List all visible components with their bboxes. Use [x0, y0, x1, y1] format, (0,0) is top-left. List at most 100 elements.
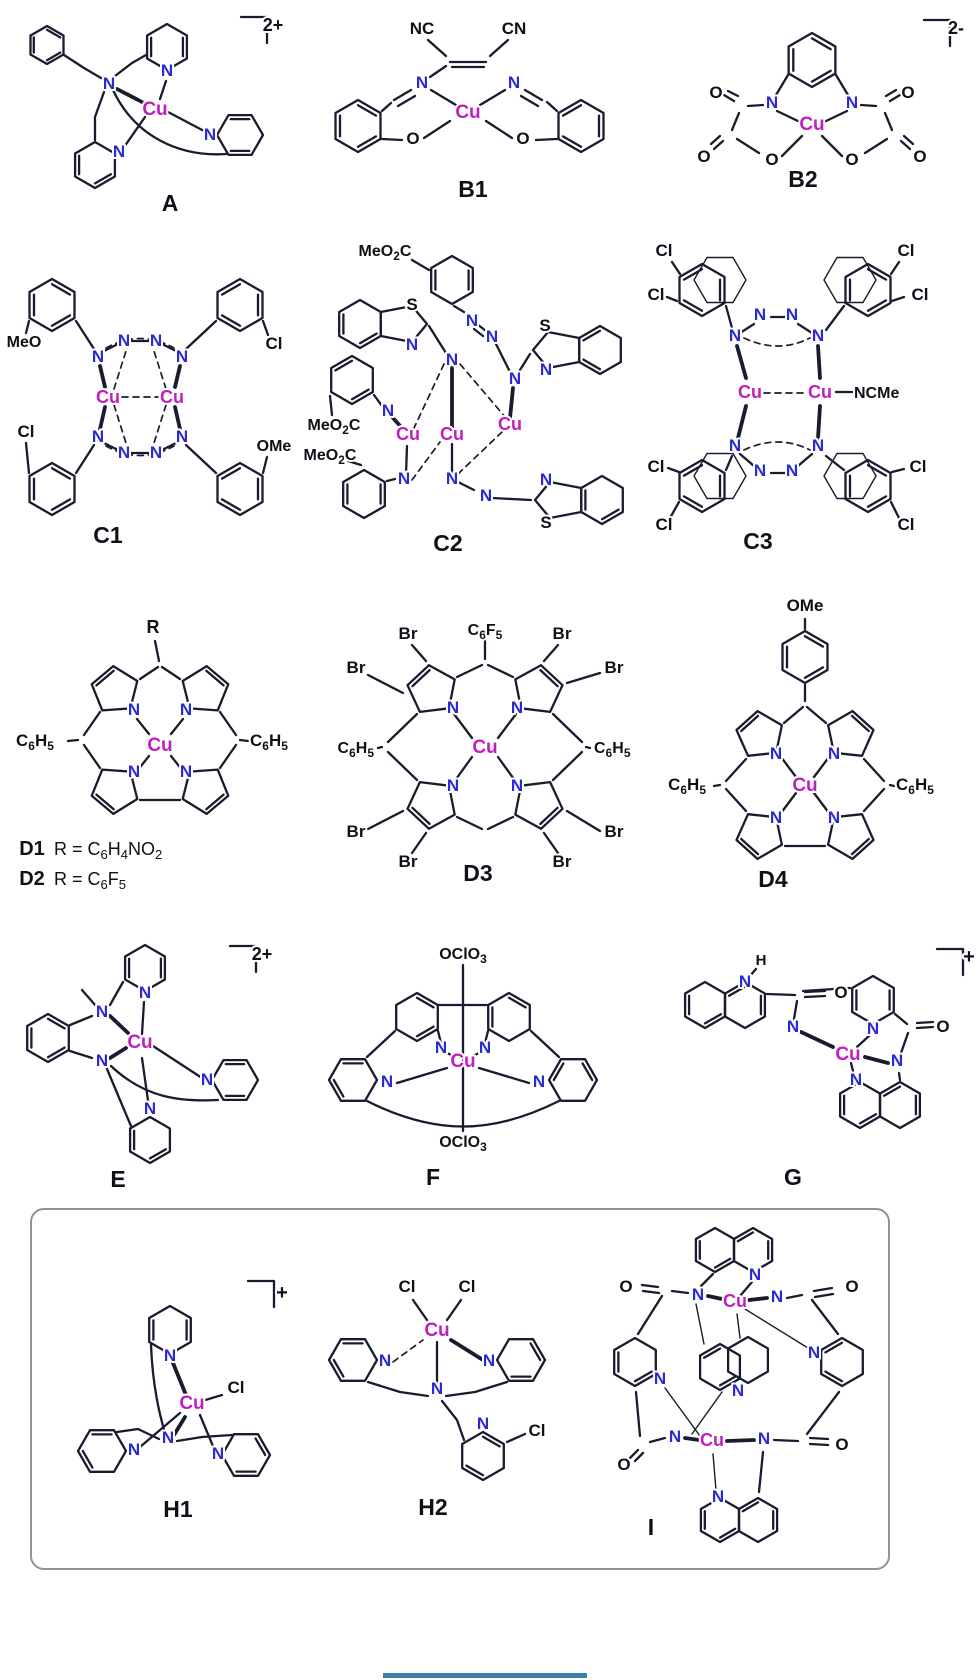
- bonds: [366, 639, 602, 855]
- atom-cu-label: Cu: [396, 424, 420, 444]
- perchlorate-label: OClO3: [439, 946, 487, 966]
- atom-o-label: O: [913, 147, 926, 166]
- compound-label-e: E: [110, 1166, 126, 1192]
- atom-cl-label: Cl: [648, 285, 665, 304]
- phenyl-label: C6H5: [338, 740, 375, 760]
- atom-n-label: N: [729, 326, 741, 345]
- phenyl-label: C6H5: [594, 740, 631, 760]
- rings: [26, 943, 260, 1165]
- atom-cu-label: Cu: [147, 735, 172, 756]
- atom-n-label: N: [771, 1287, 783, 1306]
- atom-n-label: N: [447, 776, 459, 795]
- rings: [28, 277, 264, 517]
- atom-n-label: N: [812, 436, 824, 455]
- atom-n-label: N: [128, 762, 140, 781]
- atom-s-label: S: [406, 295, 417, 314]
- boxed-group-border: [30, 1208, 890, 1570]
- phenyl-label: C6H5: [250, 731, 288, 753]
- bonds: [665, 260, 906, 520]
- atom-cl-label: Cl: [656, 515, 673, 534]
- atom-n-label: N: [176, 347, 188, 366]
- rings: [76, 1304, 272, 1477]
- atom-n-label: N: [692, 1285, 704, 1304]
- atom-o-label: O: [835, 1435, 848, 1454]
- charge-label: +: [276, 1282, 288, 1304]
- atom-cu-label: Cu: [440, 424, 464, 444]
- compound-label-h2: H2: [418, 1494, 448, 1520]
- atom-cl-label: Cl: [18, 422, 35, 441]
- bonds: [365, 963, 561, 1133]
- atom-cl-label: Cl: [656, 241, 673, 260]
- atom-n-label: N: [770, 808, 782, 827]
- atom-n-label: N: [850, 1070, 862, 1089]
- atom-n-label: N: [381, 1072, 393, 1091]
- bonds: [115, 1279, 276, 1453]
- atom-n-label: N: [382, 401, 394, 420]
- bonds: [24, 319, 270, 475]
- atom-n-label: N: [201, 1070, 213, 1089]
- atom-br-label: Br: [347, 658, 366, 677]
- atom-cu-label: Cu: [792, 775, 817, 796]
- atom-n-label: N: [867, 1019, 879, 1038]
- atom-n-label: N: [669, 1427, 681, 1446]
- atom-br-label: Br: [605, 822, 624, 841]
- atom-cu-label: Cu: [455, 102, 480, 123]
- atom-n-label: N: [162, 1428, 174, 1447]
- atom-n-label: N: [118, 443, 130, 462]
- atom-n-label: N: [509, 369, 521, 388]
- compound-label-h1: H1: [163, 1496, 193, 1522]
- atom-cu-label: Cu: [127, 1032, 152, 1053]
- atom-o-label: O: [845, 150, 858, 169]
- atom-n-label: N: [486, 327, 498, 346]
- atom-n-label: N: [786, 461, 798, 480]
- atom-cl-label: Cl: [912, 285, 929, 304]
- atom-n-label: N: [150, 331, 162, 350]
- atom-n-label: N: [96, 1051, 108, 1070]
- atom-n-label: N: [712, 1487, 724, 1506]
- atom-o-label: O: [834, 983, 847, 1002]
- atom-n-label: N: [431, 1379, 443, 1398]
- compound-label-f: F: [425, 1164, 441, 1190]
- atom-n-label: N: [739, 972, 751, 991]
- atom-cu-label: Cu: [498, 414, 522, 434]
- atom-cu-label: Cu: [738, 382, 762, 402]
- atom-cu-label: Cu: [700, 1430, 724, 1450]
- atom-cl-label: Cl: [898, 515, 915, 534]
- atom-n-label: N: [96, 1002, 108, 1021]
- atom-n-label: N: [477, 1414, 489, 1433]
- compound-label-b1: B1: [458, 176, 488, 202]
- atom-cl-label: Cl: [910, 457, 927, 476]
- compound-label-i: I: [647, 1514, 655, 1540]
- atom-n-label: N: [466, 311, 478, 330]
- atom-n-label: N: [446, 350, 458, 369]
- atom-br-label: Br: [605, 658, 624, 677]
- compound-label-c2: C2: [433, 530, 463, 556]
- atom-n-label: N: [770, 744, 782, 763]
- atom-n-label: N: [540, 360, 552, 379]
- atom-n-label: N: [758, 1429, 770, 1448]
- atom-n-label: N: [176, 427, 188, 446]
- atom-n-label: N: [180, 700, 192, 719]
- atom-n-label: N: [416, 73, 428, 92]
- atom-n-label: N: [447, 698, 459, 717]
- atom-cu-label: Cu: [835, 1044, 860, 1065]
- atom-n-label: N: [891, 1051, 903, 1070]
- atom-o-label: O: [406, 129, 419, 148]
